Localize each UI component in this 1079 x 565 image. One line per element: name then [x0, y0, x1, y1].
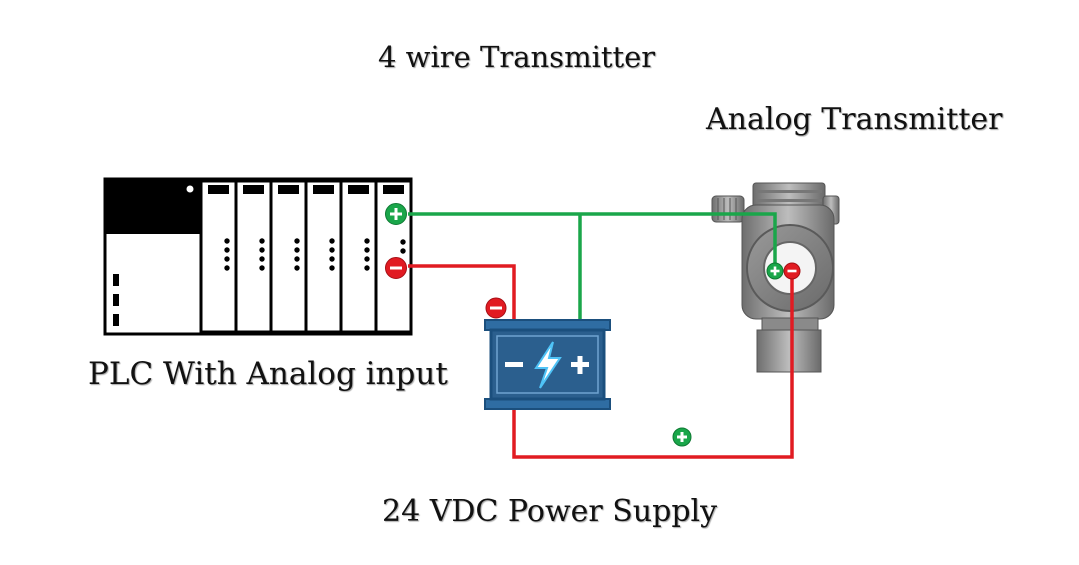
plc-module-analog-input — [374, 179, 413, 334]
plc-module-4 — [304, 179, 343, 334]
plc-module-1 — [199, 179, 238, 334]
plus-circle-icon — [672, 427, 692, 447]
plc-cpu-led — [186, 185, 194, 193]
plc-cpu-slot-2 — [113, 294, 119, 306]
minus-circle-icon — [485, 297, 507, 319]
power-supply-label: 24 VDC Power Supply — [382, 494, 718, 529]
plc-module-2 — [234, 179, 273, 334]
analog-transmitter-label: Analog Transmitter — [706, 102, 1003, 137]
plc-cpu-slot-3 — [113, 314, 119, 326]
plus-circle-icon — [766, 262, 784, 280]
plc-module-5 — [339, 179, 378, 334]
negative-wire-plc-to-psu — [408, 264, 516, 324]
diagram-title: 4 wire Transmitter — [378, 40, 656, 74]
lightning-icon — [534, 341, 562, 389]
plus-circle-icon — [385, 203, 407, 225]
transmitter-stem — [756, 329, 822, 373]
plc-label: PLC With Analog input — [88, 356, 448, 392]
transmitter-cable-gland — [711, 195, 745, 223]
power-supply-unit — [484, 319, 611, 410]
wiring — [408, 212, 794, 459]
positive-wire-plc-to-transmitter — [408, 212, 777, 270]
psu-plus-sign — [571, 356, 589, 374]
psu-body-inner — [496, 335, 599, 394]
plc-cpu-top — [105, 179, 201, 234]
minus-circle-icon — [385, 257, 407, 279]
plc-module-3 — [269, 179, 308, 334]
plc-rack — [103, 177, 413, 336]
negative-wire-psu-to-transmitter — [512, 270, 794, 459]
psu-minus-sign — [505, 362, 523, 367]
plc-cpu-slot-1 — [113, 274, 119, 286]
minus-circle-icon — [783, 262, 801, 280]
